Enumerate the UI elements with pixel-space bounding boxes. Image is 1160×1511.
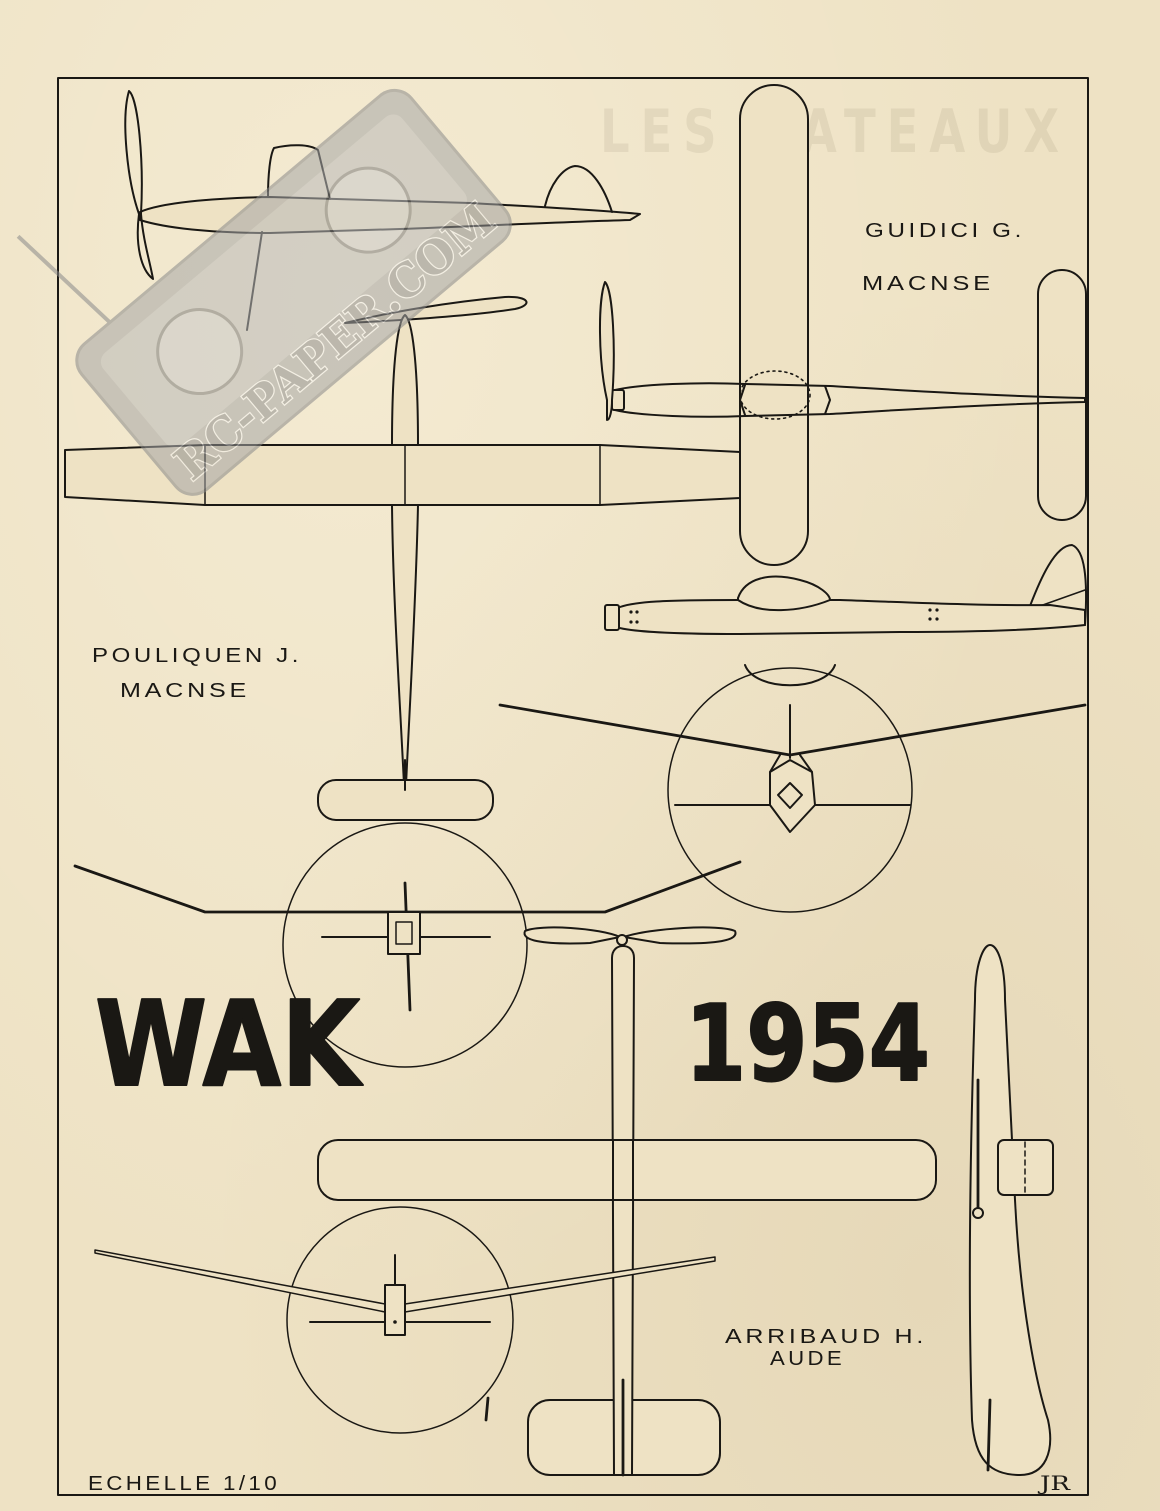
arribaud-front-fuselage [384,1284,406,1336]
arribaud-builder-label: ARRIBAUD H. [725,1326,927,1348]
rivet [635,620,639,624]
guidici-front-prop-circle [667,667,913,913]
guidici-side-canopy [737,575,831,612]
guidici-top-fuselage [614,382,1086,418]
pouliquen-front-prop-circle [282,822,528,1068]
pouliquen-front-view [73,822,742,1068]
rivet [629,610,633,614]
guidici-side-nose [604,604,620,631]
pouliquen-club-label: MACNSE [120,680,250,702]
guidici-top-cabin-dotted [739,370,811,420]
arribaud-front-tick [484,1396,490,1422]
guidici-front-view [498,664,1087,913]
title-left: WAK [95,975,364,1113]
sheet-border [57,77,1089,1496]
guidici-front-struts [769,754,813,773]
signature-monogram: JR [1037,1471,1071,1495]
rivet [928,608,932,612]
rivet [629,620,633,624]
guidici-side-rivets [629,608,939,624]
arribaud-front-wing-right [404,1256,716,1313]
watermark-antenna-icon [16,234,112,324]
arribaud-front-fuselage-dot [393,1320,397,1324]
rivet [935,617,939,621]
arribaud-front-wing-left [94,1249,386,1313]
guidici-top-cabin-lines [739,384,831,416]
watermark-dial-right-icon [324,166,412,254]
pouliquen-top-fuselage [391,314,419,786]
guidici-side-fin-detail [1039,589,1086,607]
guidici-top-view [598,84,1087,566]
scale-note: ECHELLE 1/10 [88,1473,280,1495]
arribaud-top-fuselage [611,945,635,1476]
arribaud-side-view [968,944,1054,1476]
arribaud-front-view [94,1206,716,1434]
guidici-front-wing [498,703,1087,757]
pouliquen-front-fuselage [387,911,421,955]
guidici-top-tailplane [1037,269,1087,521]
arribaud-top-propeller-right [623,926,737,945]
arribaud-club-label: AUDE [770,1348,845,1370]
pouliquen-builder-label: POULIQUEN J. [92,645,302,667]
arribaud-top-view [317,926,937,1477]
pouliquen-side-canopy [267,144,331,200]
arribaud-side-fuselage [968,944,1052,1476]
guidici-top-propeller [598,281,615,421]
rivet [928,617,932,621]
arribaud-top-wing [317,1139,937,1201]
arribaud-side-rudder-line [986,1398,992,1472]
guidici-top-nose [611,389,625,411]
arribaud-front-prop-circle [286,1206,514,1434]
guidici-club-label: MACNSE [862,273,994,295]
guidici-front-fuselage-inner [777,782,803,809]
guidici-side-view [604,544,1088,635]
title-right: 1954 [685,983,930,1105]
watermark-dial-left-icon [156,308,244,396]
rivet [635,610,639,614]
arribaud-side-wheel [972,1207,984,1219]
guidici-side-fuselage [611,599,1086,635]
rivet [935,608,939,612]
arribaud-side-wing-section [997,1139,1054,1196]
pouliquen-side-propeller [124,90,154,280]
guidici-front-fuselage [769,759,816,833]
arribaud-top-spinner [616,934,628,946]
pouliquen-side-fin [544,165,613,213]
arribaud-top-fuselage-over-wing [612,1139,634,1201]
watermark: RC-PAPER.COM [16,88,512,496]
guidici-front-top-arc [744,664,836,687]
arribaud-top-propeller-left [523,926,621,945]
pouliquen-front-wing [73,860,742,914]
guidici-top-wing [739,84,809,566]
guidici-builder-label: GUIDICI G. [865,220,1025,242]
ghost-heading: LES BATEAUX [600,97,1070,167]
pouliquen-front-fuselage-inner [395,921,413,945]
